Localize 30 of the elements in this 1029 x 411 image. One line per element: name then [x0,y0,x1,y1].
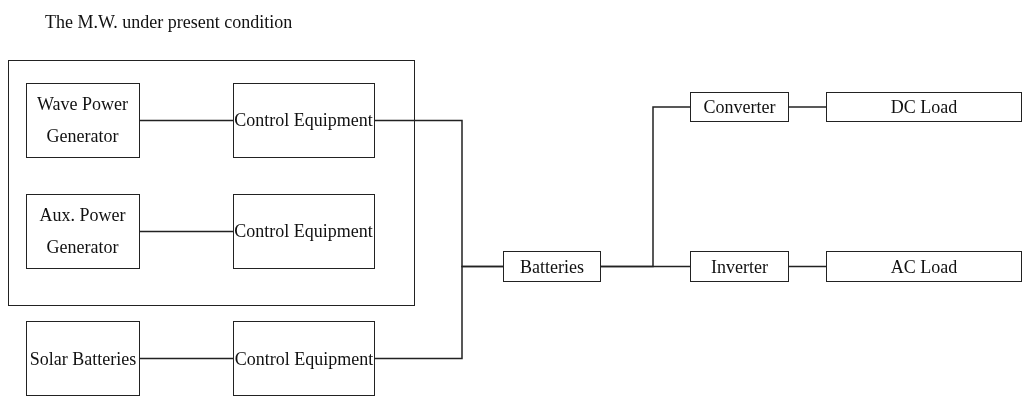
process-box [25,193,140,269]
process-box [690,251,789,282]
connector-line [139,357,234,360]
connector-line [374,265,504,360]
connector-line [139,119,234,122]
box-label: Inverter [711,255,768,279]
box-label: Control Equipment [234,109,373,132]
process-box [826,251,1022,282]
connector-line [788,106,827,108]
box-label: AC Load [890,255,958,279]
box-label: Control Equipment [234,220,373,243]
group-heading: The M.W. under present condition [45,11,293,33]
process-box [503,251,601,282]
box-label: Batteries [520,255,584,279]
box-label: DC Load [890,96,958,119]
process-box [233,321,375,396]
process-box [25,82,140,158]
box-label: Solar Batteries [29,347,137,371]
box-label: Converter [703,96,776,119]
connector-line [788,265,827,268]
process-box [826,92,1022,122]
process-box [232,193,375,269]
box-label: Control Equipment [234,347,374,371]
connector-line [600,265,691,268]
box-label: Aux. Power Generator [38,204,127,259]
process-box [232,82,375,158]
box-label: Wave Power Generator [36,93,129,148]
connector-line [139,230,234,233]
process-box [26,321,140,396]
process-box [690,92,789,122]
